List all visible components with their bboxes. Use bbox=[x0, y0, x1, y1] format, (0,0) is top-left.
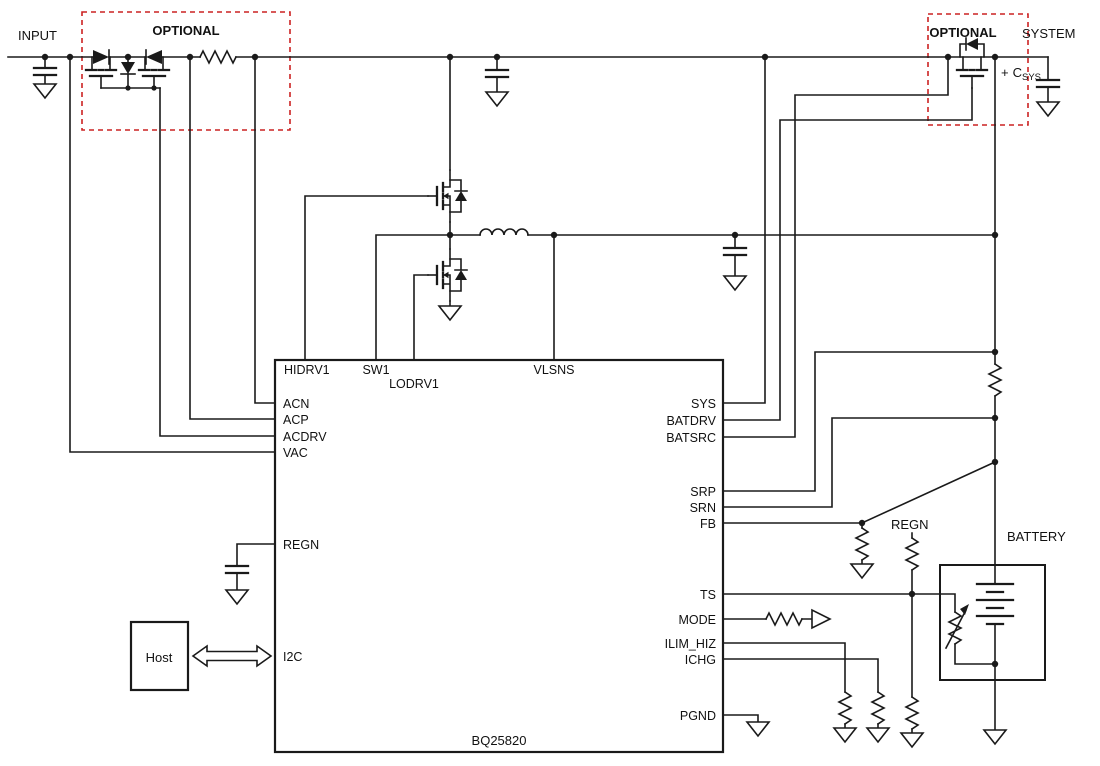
pin-hidrv1: HIDRV1 bbox=[284, 363, 330, 377]
ichg-resistor bbox=[866, 691, 890, 743]
i2c-bidir-arrow-icon bbox=[191, 644, 273, 668]
pin-mode: MODE bbox=[679, 613, 717, 627]
battery-pack-box bbox=[939, 564, 1046, 681]
host-box bbox=[129, 620, 190, 692]
pin-i2c: I2C bbox=[283, 650, 302, 664]
ts-bottom-resistor bbox=[900, 696, 924, 748]
fb-divider-resistor bbox=[850, 527, 874, 579]
host-label: Host bbox=[146, 650, 173, 665]
pin-vlsns: VLSNS bbox=[534, 363, 575, 377]
acfet-gate-diode bbox=[120, 62, 136, 75]
acfet-body-diode-left bbox=[93, 49, 110, 65]
pin-fb: FB bbox=[700, 517, 716, 531]
system-label: SYSTEM bbox=[1022, 26, 1075, 41]
optional-acfet-region bbox=[81, 11, 291, 131]
pin-srn: SRN bbox=[690, 501, 716, 515]
pin-regn: REGN bbox=[283, 538, 319, 552]
lowside-fet-ground bbox=[438, 305, 462, 321]
optional-right-label: OPTIONAL bbox=[929, 25, 996, 40]
csys-label: +CSYS bbox=[1001, 65, 1041, 83]
junction-dots bbox=[41, 53, 999, 668]
optional-batfet-region bbox=[927, 13, 1029, 126]
ic-body bbox=[273, 358, 725, 754]
pin-acdrv: ACDRV bbox=[283, 430, 327, 444]
regn-pullup-resistor bbox=[905, 537, 919, 571]
pin-sw1: SW1 bbox=[362, 363, 389, 377]
pin-batdrv: BATDRV bbox=[666, 414, 716, 428]
chip-name-label: BQ25820 bbox=[472, 733, 527, 748]
battery-symbol bbox=[975, 582, 1015, 626]
highside-fet bbox=[426, 168, 469, 224]
thermistor bbox=[944, 604, 969, 650]
battery-label: BATTERY bbox=[1007, 529, 1066, 544]
acfet-q2 bbox=[137, 55, 171, 90]
mode-resistor bbox=[765, 612, 803, 626]
input-sense-resistor bbox=[199, 50, 237, 64]
input-label: INPUT bbox=[18, 28, 57, 43]
pin-acn: ACN bbox=[283, 397, 309, 411]
battery-ground bbox=[983, 729, 1007, 745]
batfet bbox=[955, 37, 989, 90]
pin-sys: SYS bbox=[691, 397, 716, 411]
regn-rail-label: REGN bbox=[891, 517, 929, 532]
ilim-resistor bbox=[833, 691, 857, 743]
pin-srp: SRP bbox=[690, 485, 716, 499]
inductor bbox=[479, 228, 529, 236]
pgnd-ground bbox=[746, 721, 770, 737]
acfet-q1 bbox=[84, 55, 118, 90]
pin-vac: VAC bbox=[283, 446, 308, 460]
pin-lodrv1: LODRV1 bbox=[389, 377, 439, 391]
battery-sense-resistor bbox=[988, 363, 1002, 397]
mode-buffer-icon bbox=[811, 608, 832, 630]
pin-pgnd: PGND bbox=[680, 709, 716, 723]
lowside-fet bbox=[426, 247, 469, 303]
optional-left-label: OPTIONAL bbox=[152, 23, 219, 38]
pin-ichg: ICHG bbox=[685, 653, 716, 667]
acfet-body-diode-right bbox=[145, 49, 162, 65]
pin-ts: TS bbox=[700, 588, 716, 602]
pin-ilim-hiz: ILIM_HIZ bbox=[665, 637, 717, 651]
pin-acp: ACP bbox=[283, 413, 309, 427]
pin-batsrc: BATSRC bbox=[666, 431, 716, 445]
